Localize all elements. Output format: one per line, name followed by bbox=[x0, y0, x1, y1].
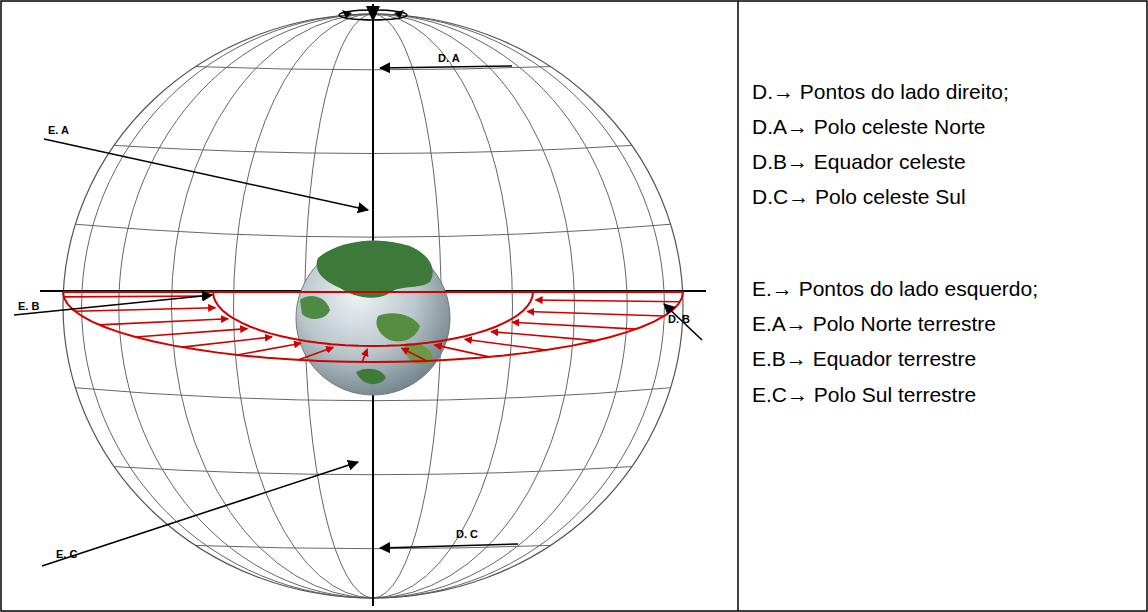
projection-arrow bbox=[401, 348, 426, 361]
equator-chord bbox=[63, 291, 683, 293]
leader-line bbox=[42, 462, 358, 566]
projection-arrow bbox=[535, 300, 680, 302]
point-label: E. C bbox=[56, 548, 77, 560]
point-label: E. B bbox=[18, 300, 39, 312]
point-label: D. C bbox=[456, 528, 478, 540]
projection-arrow bbox=[434, 345, 489, 357]
legend-text: E.A→ Polo Norte terrestre bbox=[752, 312, 996, 336]
earth-globe bbox=[296, 241, 450, 395]
cell-divider bbox=[737, 1, 739, 611]
projection-arrow bbox=[465, 339, 547, 350]
legend-text: E.→ Pontos do lado esquerdo; bbox=[752, 277, 1038, 301]
projection-arrow bbox=[136, 329, 248, 337]
celestial-equator-arc bbox=[63, 292, 683, 362]
projection-arrow bbox=[75, 308, 215, 312]
legend-text: D.C→ Polo celeste Sul bbox=[752, 185, 966, 209]
legend-text: D.B→ Equador celeste bbox=[752, 150, 966, 174]
leader-line bbox=[44, 139, 368, 210]
celestial-projection-arrows bbox=[63, 292, 683, 362]
leader-line bbox=[14, 295, 212, 315]
projection-arrow bbox=[491, 332, 596, 341]
point-label: D. A bbox=[438, 52, 460, 64]
point-label: E. A bbox=[48, 124, 69, 136]
projection-arrow bbox=[362, 349, 367, 362]
rotation-arrow bbox=[394, 10, 404, 18]
leader-line bbox=[380, 544, 518, 548]
projection-arrow bbox=[527, 311, 664, 315]
projection-arrow bbox=[237, 343, 301, 355]
legend-text: E.B→ Equador terrestre bbox=[752, 347, 976, 371]
leader-lines bbox=[14, 66, 702, 566]
projection-arrow bbox=[512, 322, 636, 329]
projection-arrow bbox=[182, 337, 272, 347]
legend-text: D.A→ Polo celeste Norte bbox=[752, 115, 985, 139]
legend-text: D.→ Pontos do lado direito; bbox=[752, 80, 1009, 104]
leader-line bbox=[380, 66, 512, 68]
projection-arrow bbox=[99, 319, 228, 325]
leader-line bbox=[664, 304, 702, 340]
projection-arrow bbox=[298, 347, 333, 360]
point-label: D. B bbox=[668, 313, 690, 325]
legend-text: E.C→ Polo Sul terrestre bbox=[752, 383, 976, 407]
rotation-ellipse bbox=[339, 10, 407, 20]
rotation-arrow bbox=[342, 10, 352, 18]
